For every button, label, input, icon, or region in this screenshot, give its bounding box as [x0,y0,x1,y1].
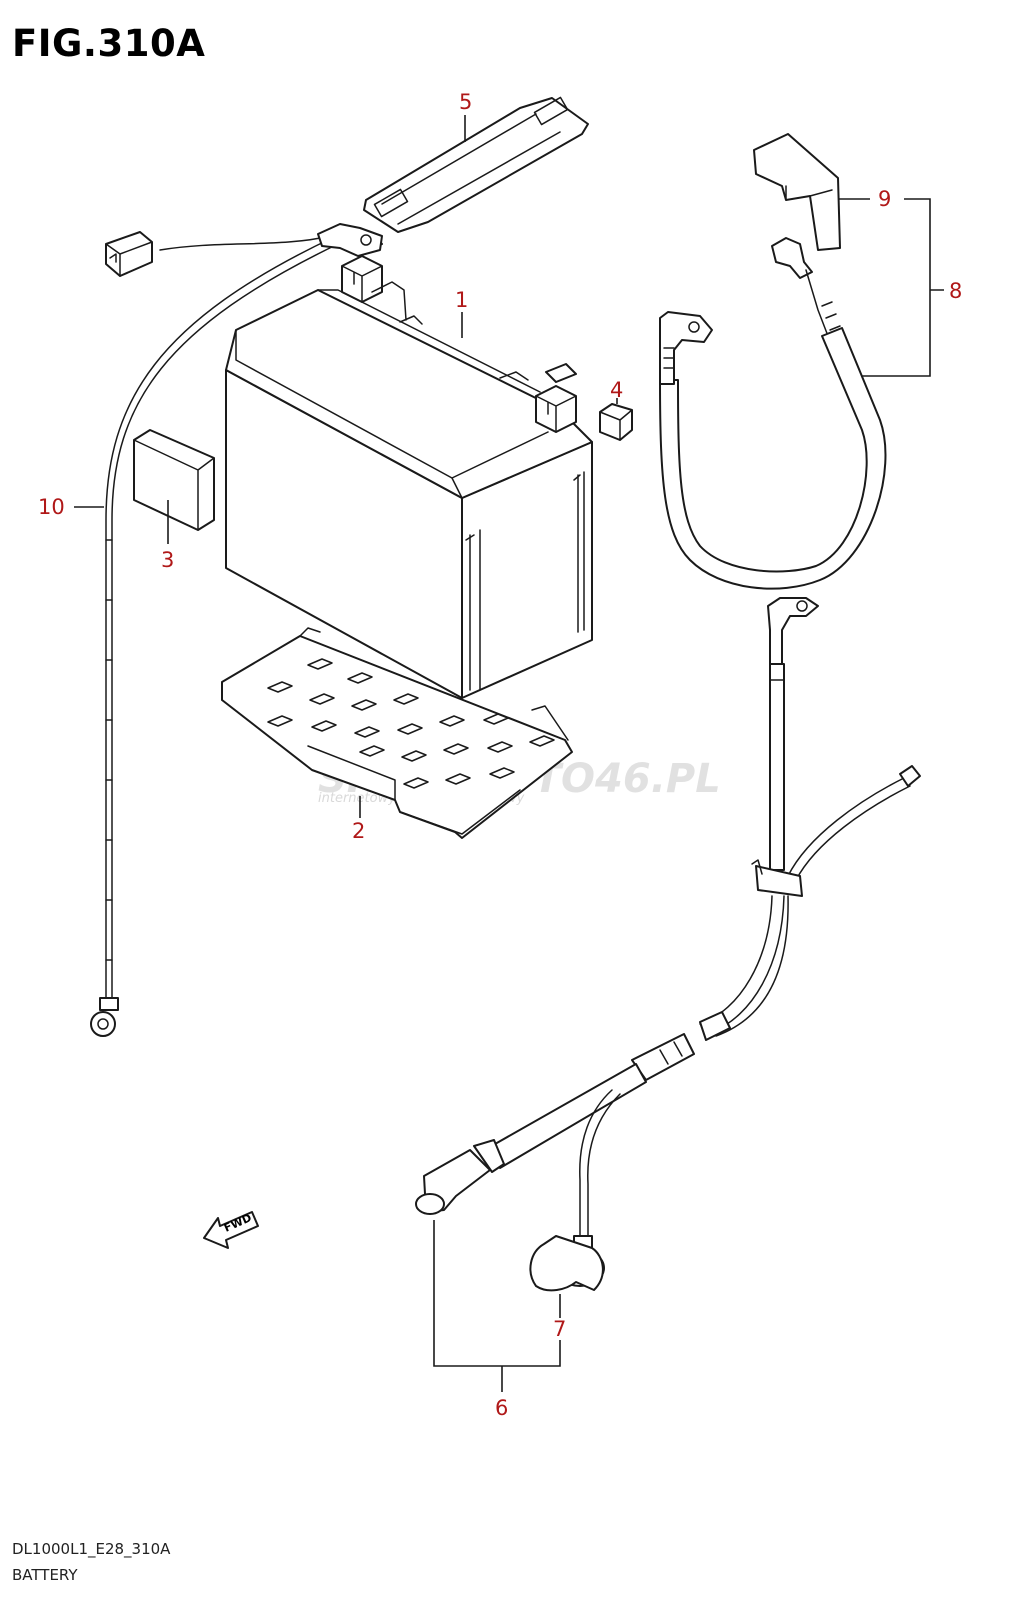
figure-code: DL1000L1_E28_310A [12,1540,171,1558]
callout-3: 3 [161,548,174,572]
battery-cable-positive [659,133,887,590]
spacer-small [599,403,633,441]
callout-8: 8 [949,279,962,303]
callout-1: 1 [455,288,468,312]
figure-title: FIG.310A [12,22,206,65]
battery-band [363,96,589,233]
battery-terminal-negative [535,363,577,433]
callout-9: 9 [878,187,891,211]
callout-4: 4 [610,378,623,402]
battery-cable-negative [415,597,921,1292]
tray-cutouts [267,658,555,789]
leader-lines [74,115,944,1392]
battery [225,233,593,699]
callout-6: 6 [495,1396,508,1420]
figure-name: BATTERY [12,1566,78,1584]
callout-labels: 1 2 3 4 5 6 7 8 9 10 [38,90,962,1420]
pad-left [133,429,215,531]
forward-arrow-icon: FWD [203,1211,259,1249]
callout-7: 7 [553,1317,566,1341]
battery-tray [221,627,573,839]
callout-5: 5 [459,90,472,114]
callout-10: 10 [38,495,65,519]
lead-wire [90,223,383,1037]
callout-2: 2 [352,819,365,843]
